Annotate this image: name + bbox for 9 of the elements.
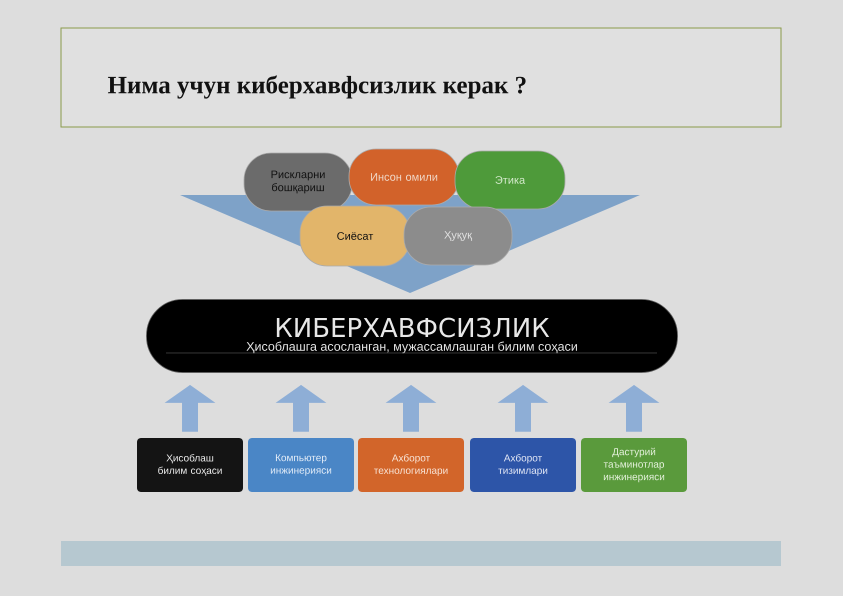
title-pill: КИБЕРХАВФСИЗЛИК Ҳисоблашга асосланган, мужассамлашган билим соҳаси [146,299,678,373]
topic-box: Ахборот технологиялари [358,438,464,492]
title: Нима учун киберхавфсизлик керак ? [108,75,526,99]
rounded-pill: Этика [454,150,566,210]
topic-box: Дастурий таъминотлар инжинерияси [581,438,687,492]
rounded-pill: Ҳуқуқ [404,206,512,266]
topic-box: Ахборот тизимлари [470,438,576,492]
topic-box: Ҳисоблаш билим соҳаси [137,438,243,492]
topic-box: Компьютер инжинерияси [248,438,354,492]
